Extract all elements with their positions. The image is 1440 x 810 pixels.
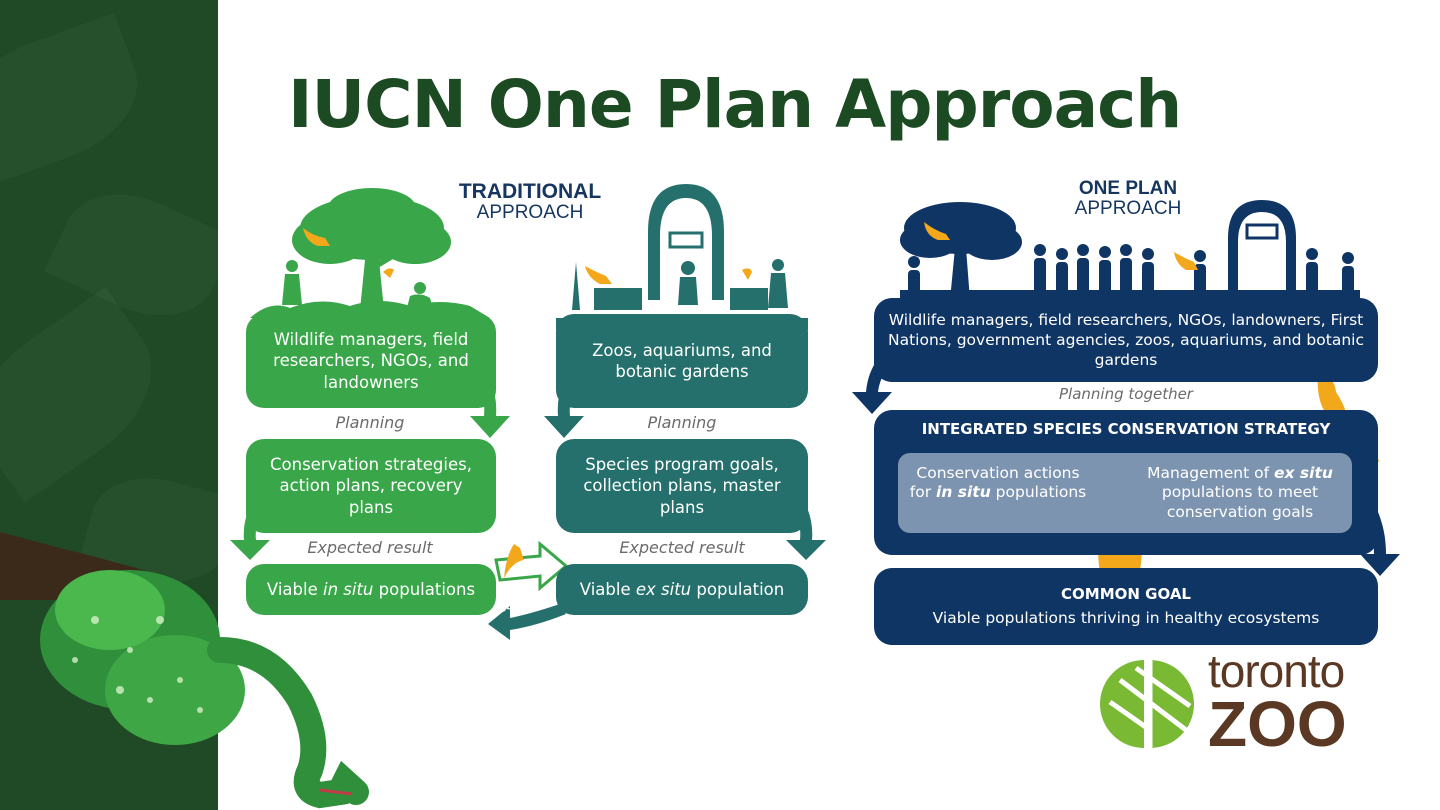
insitu-stakeholders-box: Wildlife managers, field researchers, NG… (246, 314, 496, 408)
exsitu-result-suffix: population (691, 579, 785, 599)
people-silhouettes-icon (908, 244, 1354, 298)
exsitu-management-prefix: Management of (1147, 464, 1274, 482)
traditional-heading: TRADITIONAL APPROACH (440, 180, 620, 224)
exsitu-management-text: Management of ex situ populations to mee… (1140, 464, 1340, 522)
common-goal-text: Viable populations thriving in healthy e… (932, 609, 1320, 628)
insitu-action-text: Conservation actions for in situ populat… (908, 464, 1088, 503)
exsitu-result-box: Viable ex situ population (556, 564, 808, 615)
one-plan-heading-title: ONE PLAN (1078, 178, 1178, 199)
insitu-result-prefix: Viable (266, 579, 323, 599)
toronto-zoo-logo-icon (1100, 660, 1194, 748)
insitu-result-box: Viable in situ populations (246, 564, 496, 615)
tree-silhouette-icon (250, 188, 490, 318)
common-goal-box: COMMON GOAL Viable populations thriving … (874, 568, 1378, 645)
toronto-zoo-logo: toronto ZOO (1208, 645, 1347, 760)
common-goal-title: COMMON GOAL (1061, 584, 1191, 603)
strategy-inner-panel (898, 453, 1352, 533)
insitu-result-suffix: populations (373, 579, 476, 599)
exsitu-stakeholders-box: Zoos, aquariums, and botanic gardens (556, 314, 808, 408)
snake-illustration (0, 532, 369, 809)
page-title: IUCN One Plan Approach (288, 66, 1182, 143)
exsitu-result-italic: ex situ (635, 579, 692, 599)
exsitu-plans-box: Species program goals, collection plans,… (556, 439, 808, 533)
insitu-plans-text: Conservation strategies, action plans, r… (270, 454, 472, 517)
strategy-title: INTEGRATED SPECIES CONSERVATION STRATEGY (921, 420, 1331, 438)
one-plan-planning-label: Planning together (1059, 385, 1193, 403)
exchange-arrow-icon (488, 540, 569, 640)
insitu-action-suffix: populations (990, 483, 1087, 502)
insitu-result-italic: in situ (323, 579, 374, 599)
traditional-heading-title: TRADITIONAL (458, 180, 602, 203)
exsitu-management-emphasis: ex situ (1274, 464, 1333, 482)
insitu-plans-box: Conservation strategies, action plans, r… (246, 439, 496, 533)
exsitu-result-label: Expected result (619, 538, 745, 557)
bird-icon (303, 228, 394, 278)
insitu-planning-label: Planning (335, 413, 405, 432)
exsitu-result-prefix: Viable (579, 579, 636, 599)
one-plan-stakeholders-box: Wildlife managers, field researchers, NG… (874, 298, 1378, 382)
one-plan-heading: ONE PLAN APPROACH (1048, 179, 1208, 219)
insitu-stakeholders-text: Wildlife managers, field researchers, NG… (273, 329, 469, 392)
logo-word-zoo: ZOO (1208, 688, 1347, 760)
insitu-action-prefix: Conservation actions for (909, 464, 1080, 502)
insitu-action-emphasis: in situ (936, 483, 991, 502)
exsitu-stakeholders-text: Zoos, aquariums, and botanic gardens (592, 340, 772, 381)
exsitu-planning-label: Planning (647, 413, 717, 432)
one-plan-heading-subtitle: APPROACH (1074, 197, 1182, 219)
insitu-result-label: Expected result (307, 538, 433, 557)
exsitu-plans-text: Species program goals, collection plans,… (583, 454, 781, 517)
traditional-heading-subtitle: APPROACH (476, 202, 584, 224)
one-plan-stakeholders-text: Wildlife managers, field researchers, NG… (888, 310, 1364, 370)
logo-word-toronto: toronto (1208, 645, 1345, 697)
exsitu-management-suffix: populations to meet conservation goals (1161, 483, 1319, 521)
